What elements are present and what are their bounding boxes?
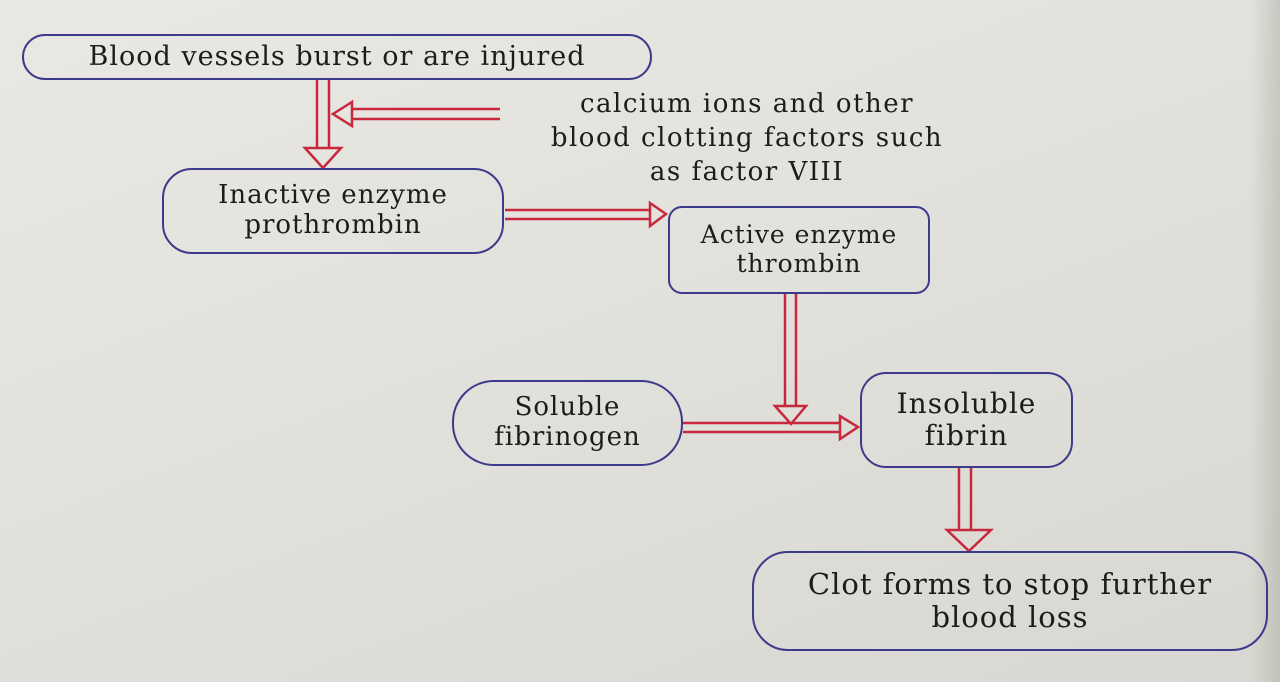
arrow-thrombin-down [772,292,809,426]
annotation-clotting-factors: calcium ions and other blood clotting fa… [550,89,944,187]
arrow-fibrinogen-to-fibrin [683,413,861,442]
node-thrombin: Active enzyme thrombin [668,206,930,294]
node-vessel-injury: Blood vessels burst or are injured [22,34,652,80]
arrow-injury-to-prothrombin [302,80,344,170]
arrow-prothrombin-to-thrombin [505,200,669,229]
node-fibrin: Insoluble fibrin [860,372,1073,468]
node-clot: Clot forms to stop further blood loss [752,551,1268,651]
node-fibrinogen: Soluble fibrinogen [452,380,683,466]
arrow-factors-join [330,99,500,129]
node-prothrombin: Inactive enzyme prothrombin [162,168,504,254]
arrow-fibrin-to-clot [943,468,995,553]
